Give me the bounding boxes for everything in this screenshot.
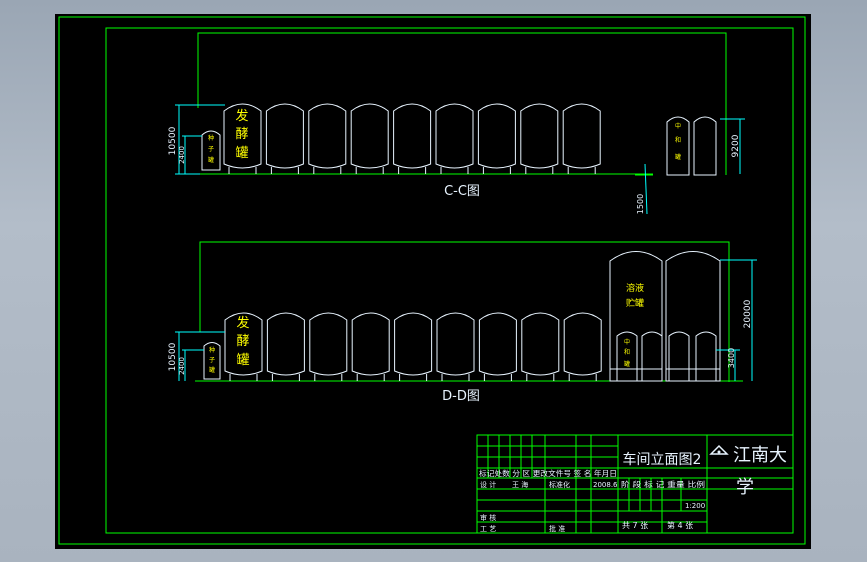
sheets-total: 共 7 张 (622, 521, 648, 530)
svg-text:罐: 罐 (675, 153, 681, 161)
svg-text:子: 子 (208, 146, 214, 153)
cc-fermenter-tank (477, 103, 516, 169)
outer-frame (58, 16, 806, 545)
dd-caption: D-D图 (442, 389, 480, 404)
dd-fermenter-tank (563, 312, 602, 376)
dd-fermenter-tank (478, 312, 517, 376)
dd-storage-label-1: 溶液 (626, 282, 644, 294)
cc-tank-legs (440, 167, 469, 174)
dd-tank-legs (314, 374, 343, 381)
dd-fermenter-label-2: 酵 (236, 334, 249, 349)
cc-tank-legs (228, 167, 257, 174)
school-name-line2: 学 (736, 477, 754, 498)
inner-frame (105, 27, 794, 534)
cc-fermenter-label-3: 罐 (235, 146, 248, 161)
dd-fermenter-tank (521, 312, 560, 376)
dd-tank-legs (229, 374, 258, 381)
designer-name: 王 海 (512, 480, 528, 489)
svg-text:中: 中 (675, 122, 681, 130)
dd-fermenter-row (224, 312, 602, 381)
cc-fermenter-row (223, 103, 601, 174)
dd-fermenter-label-1: 发 (236, 315, 249, 331)
cc-dim-height: 10500 (168, 126, 178, 155)
cc-dim-floor: 1500 (636, 194, 645, 214)
cc-dim-small: 2400 (178, 146, 186, 164)
approve-label: 批 准 (549, 524, 565, 533)
dd-tank-legs (483, 374, 512, 381)
cad-drawing: 种 子 罐 发 酵 罐 中 和 罐 10500 2400 920 (58, 16, 806, 545)
cc-tank-legs (270, 167, 299, 174)
dd-tank-legs (356, 374, 385, 381)
cc-tank-legs (313, 167, 342, 174)
school-logo-icon (709, 444, 729, 455)
school-name-line1: 江南大 (733, 445, 787, 466)
dd-tank-legs (526, 374, 555, 381)
view-cc: 种 子 罐 发 酵 罐 中 和 罐 10500 2400 920 (168, 32, 745, 214)
svg-text:子: 子 (209, 357, 215, 364)
cc-tank-legs (355, 167, 384, 174)
cc-fermenter-label-1: 发 (235, 108, 248, 124)
sheet-number: 第 4 张 (667, 520, 693, 530)
cc-dimensions: 10500 2400 9200 1500 (168, 104, 745, 214)
dd-dim-right-small: 3400 (727, 348, 736, 368)
dd-fermenter-tank (266, 312, 305, 376)
cc-tank-legs (525, 167, 554, 174)
cc-tank-legs (482, 167, 511, 174)
review-label: 审 核 (480, 513, 496, 522)
view-dd: 种 子 罐 发 酵 罐 溶液 贮罐 中 和 罐 (168, 241, 757, 404)
cc-seed-tank: 种 子 罐 (201, 130, 221, 171)
dd-fermenter-tank (436, 312, 475, 376)
title-block: 车间立面图2 标记处数 分 区 更改文件号 签 名 年月日 设 计 王 海 标准… (476, 434, 794, 534)
dd-fermenter-tank (351, 312, 390, 376)
cc-fermenter-tank (265, 103, 304, 169)
cc-neutral-tanks: 中 和 罐 (666, 116, 717, 176)
svg-text:中: 中 (624, 338, 630, 346)
cc-building-outline (197, 32, 727, 175)
dd-seed-tank: 种 子 罐 (203, 342, 221, 380)
cc-fermenter-tank (308, 103, 347, 169)
svg-text:种: 种 (208, 134, 214, 142)
stage-headers: 阶 段 标 记 重量 比例 (621, 479, 705, 489)
dd-dim-right: 20000 (743, 299, 753, 328)
dd-storage-label-2: 贮罐 (626, 297, 644, 309)
dd-fermenter-label-3: 罐 (236, 353, 249, 368)
svg-text:罐: 罐 (209, 366, 215, 374)
cc-fermenter-tank (562, 103, 601, 169)
scale-value: 1:200 (685, 502, 705, 510)
svg-text:和: 和 (624, 348, 630, 356)
standardization-label: 标准化 (549, 480, 570, 489)
cc-tank-legs (398, 167, 427, 174)
dd-fermenter-tank (309, 312, 348, 376)
dd-tank-legs (568, 374, 597, 381)
cc-tank-legs (567, 167, 596, 174)
drawing-sheet: 种 子 罐 发 酵 罐 中 和 罐 10500 2400 920 (55, 14, 811, 549)
revision-row-headers: 标记处数 分 区 更改文件号 签 名 年月日 (479, 468, 617, 478)
dd-dimensions: 10500 2400 20000 3400 (168, 259, 757, 381)
dd-dim-small: 2400 (178, 357, 186, 375)
svg-text:罐: 罐 (208, 156, 214, 164)
svg-text:种: 种 (209, 346, 215, 354)
cc-fermenter-tank (223, 103, 262, 169)
cc-fermenter-tank (520, 103, 559, 169)
cc-fermenter-tank (350, 103, 389, 169)
process-label: 工 艺 (480, 525, 496, 533)
svg-text:和: 和 (675, 136, 681, 144)
cc-fermenter-tank (435, 103, 474, 169)
cc-caption: C-C图 (444, 184, 480, 199)
drawing-title: 车间立面图2 (623, 451, 702, 468)
design-label: 设 计 (480, 480, 496, 489)
design-date: 2008.6 (593, 481, 618, 489)
dd-fermenter-tank (224, 312, 263, 376)
dd-dim-height: 10500 (168, 342, 178, 371)
dd-fermenter-tank (394, 312, 433, 376)
cc-fermenter-tank (393, 103, 432, 169)
dd-neutral-tanks: 中 和 罐 (616, 331, 717, 382)
dd-tank-legs (441, 374, 470, 381)
dd-tank-legs (399, 374, 428, 381)
dd-building-outline (199, 241, 730, 382)
cc-fermenter-label-2: 酵 (235, 127, 248, 142)
cc-dim-right: 9200 (731, 134, 741, 157)
svg-text:罐: 罐 (624, 360, 630, 368)
dd-tank-legs (271, 374, 300, 381)
